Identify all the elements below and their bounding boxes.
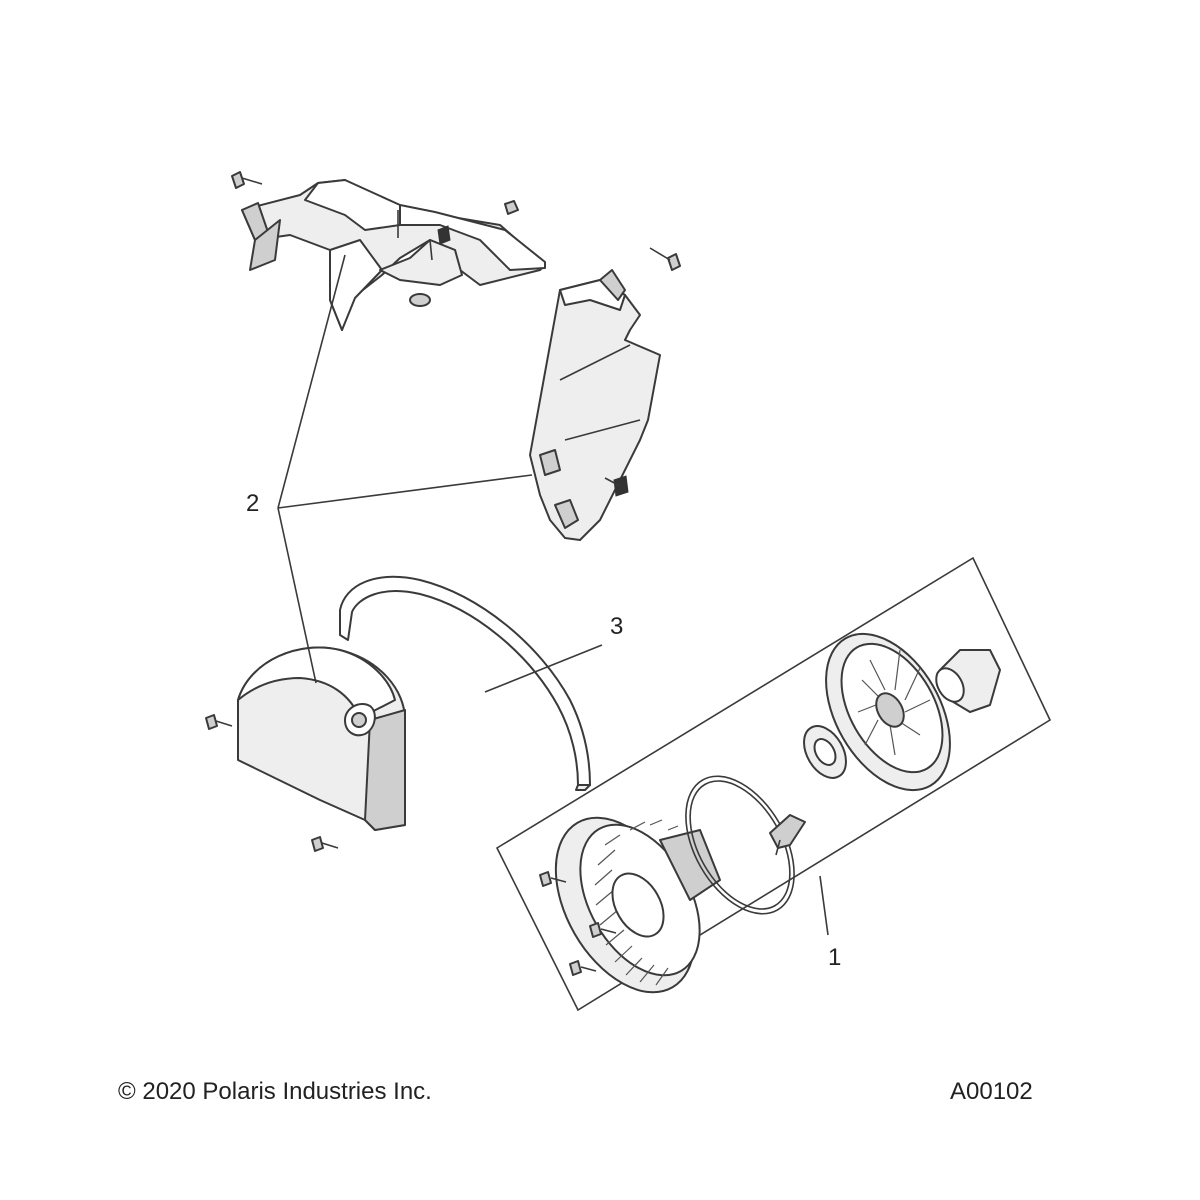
starter-housing-bolts (539, 871, 617, 976)
recoil-spring-ring (685, 775, 795, 915)
figure-id: A00102 (950, 1078, 1033, 1105)
starter-pulley (825, 632, 951, 792)
starter-housing (554, 816, 721, 994)
flywheel-cover-bolts (205, 714, 339, 852)
flywheel-cover (237, 646, 406, 831)
starter-pawl (769, 814, 806, 856)
friction-plate (803, 725, 847, 779)
small-shroud-housing (529, 269, 661, 541)
shroud-top-bolts (231, 171, 519, 215)
callout-item-2: 2 (246, 490, 260, 517)
copyright-text: © 2020 Polaris Industries Inc. (118, 1078, 432, 1105)
pulley-hub (935, 649, 1001, 713)
leader-lines (277, 254, 829, 936)
small-housing-bolts (604, 247, 681, 497)
callout-item-3: 3 (610, 613, 624, 640)
callout-item-1: 1 (828, 944, 842, 971)
recoil-starter-kit-frame (495, 556, 1052, 1012)
upper-engine-shroud (241, 179, 546, 331)
cover-seal-gasket (339, 575, 591, 791)
